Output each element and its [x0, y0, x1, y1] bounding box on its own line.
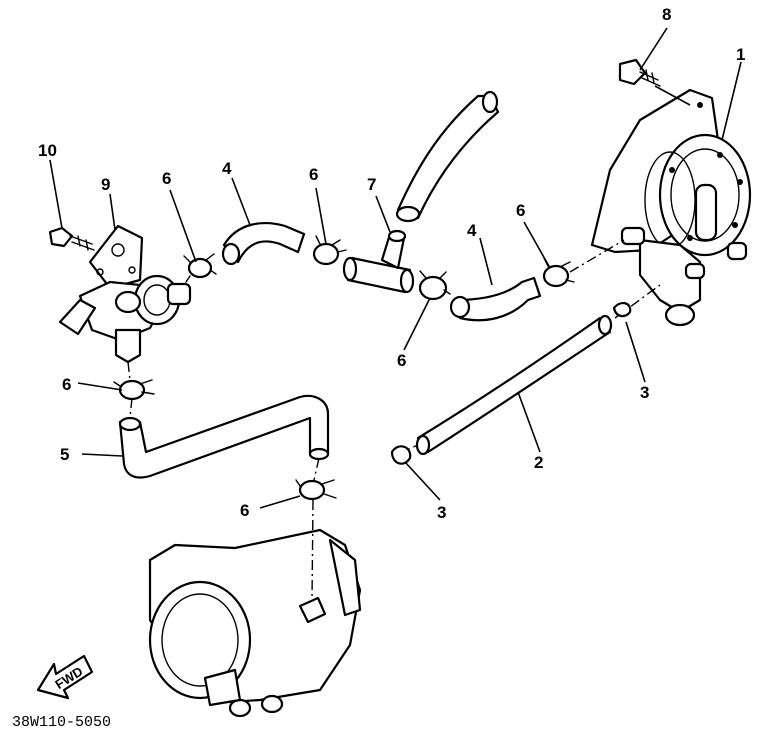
callout-6b: 6: [309, 165, 318, 184]
figure-code: 38W110-5050: [12, 714, 111, 731]
bolt-part-10: [48, 226, 95, 251]
callout-6c: 6: [397, 351, 406, 370]
callout-2: 2: [534, 453, 543, 472]
callout-6d: 6: [516, 201, 525, 220]
callout-8: 8: [662, 5, 671, 24]
bolt-part-8: [618, 58, 661, 87]
callout-5: 5: [60, 445, 69, 464]
carburetor: [148, 528, 362, 718]
fuel-pump-part-1: [590, 88, 752, 327]
clamp-part-6a: [183, 253, 217, 283]
callout-labels: 1 8 10 9 6 4 6 7 4 6 6 3 2 3 6 5 6: [38, 5, 745, 522]
leader-lines: [49, 27, 742, 509]
clip-part-3b: [390, 445, 412, 465]
fwd-arrow: FWD: [36, 654, 94, 700]
callout-3a: 3: [640, 383, 649, 402]
callout-3b: 3: [437, 503, 446, 522]
clamp-part-6c: [418, 270, 451, 301]
callout-7: 7: [367, 175, 376, 194]
callout-6a: 6: [162, 169, 171, 188]
fuel-hose-part-2: [415, 314, 613, 456]
callout-6f: 6: [240, 501, 249, 520]
fuel-cock-part-9: [58, 224, 192, 364]
clip-part-3a: [612, 302, 632, 318]
callout-9: 9: [101, 175, 110, 194]
clamp-part-6b: [312, 235, 347, 266]
callout-10: 10: [38, 141, 57, 160]
clamp-part-6d: [542, 257, 575, 288]
hose-part-4-right: [449, 276, 542, 322]
callout-6e: 6: [62, 375, 71, 394]
callout-4b: 4: [467, 221, 477, 240]
callout-4a: 4: [222, 159, 232, 178]
breather-hose: [395, 90, 500, 223]
tee-joint-part-7: [342, 229, 415, 294]
callout-1: 1: [736, 45, 745, 64]
hose-part-4-left: [221, 222, 306, 266]
hose-part-5: [118, 394, 330, 479]
clamp-part-6f: [295, 479, 337, 501]
